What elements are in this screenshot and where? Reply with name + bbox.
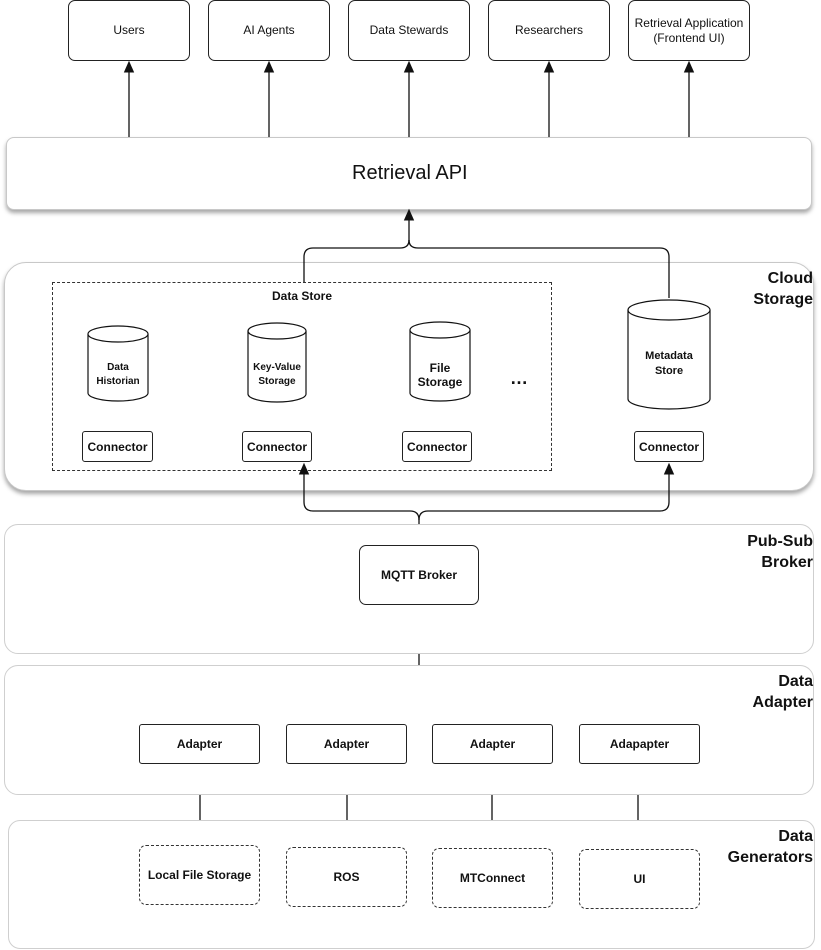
consumer-data-stewards: Data Stewards [348,0,470,61]
pubsub-broker-label: Pub-Sub Broker [747,533,813,571]
connector-key-value: Connector [242,431,312,462]
more-stores-ellipsis: … [510,368,528,388]
data-adapter-label: Data Adapter [752,673,813,711]
metadata-store-label: Metadata Store [645,350,693,377]
generator-ui-label: UI [633,872,646,886]
consumer-data-stewards-label: Data Stewards [369,23,449,37]
consumer-ai-agents: AI Agents [208,0,330,61]
connector-data-historian: Connector [82,431,153,462]
data-store-title: Data Store [272,289,333,303]
generator-ros: ROS [286,847,407,907]
generator-ui: UI [579,849,700,909]
file-storage-cylinder [409,321,471,402]
consumer-retrieval-application-label: Retrieval Application (Frontend UI) [634,15,744,45]
file-storage-label: File Storage [417,361,463,389]
adapter-2: Adapter [286,724,407,764]
mqtt-broker-label: MQTT Broker [380,568,457,582]
connector-metadata-store: Connector [634,431,704,462]
consumer-researchers: Researchers [488,0,610,61]
generator-local-file-storage-label: Local File Storage [147,868,252,882]
connector-label: Connector [407,439,467,454]
metadata-store-cylinder [627,299,711,410]
consumer-users-label: Users [113,23,145,37]
adapter-4-label: Adapapter [609,737,670,751]
adapter-3-label: Adapter [469,737,516,751]
adapter-1: Adapter [139,724,260,764]
connector-label: Connector [639,439,699,454]
adapter-1-label: Adapter [176,737,223,751]
generator-mtconnect-label: MTConnect [459,871,526,885]
consumer-retrieval-application: Retrieval Application (Frontend UI) [628,0,750,61]
connector-label: Connector [247,439,307,454]
mqtt-broker-box: MQTT Broker [359,545,479,605]
retrieval-api-label: Retrieval API [352,162,468,184]
api-to-consumer-arrows [123,60,695,137]
generator-local-file-storage: Local File Storage [139,845,260,905]
adapter-4: Adapapter [579,724,700,764]
consumer-ai-agents-label: AI Agents [243,23,295,37]
data-historian-cylinder [87,325,149,402]
key-value-storage-cylinder [247,322,307,403]
generator-mtconnect: MTConnect [432,848,553,908]
connector-file-storage: Connector [402,431,472,462]
adapter-3: Adapter [432,724,553,764]
generator-ros-label: ROS [333,870,360,884]
data-generators-label: Data Generators [727,828,813,866]
consumer-users: Users [68,0,190,61]
connector-label: Connector [87,439,148,454]
key-value-storage-label: Key-Value Storage [253,362,301,387]
storage-to-api-arrows [303,208,670,298]
data-historian-label: Data Historian [96,362,140,387]
cloud-storage-label: Cloud Storage [753,270,813,308]
consumer-researchers-label: Researchers [514,23,584,37]
adapter-2-label: Adapter [323,737,370,751]
